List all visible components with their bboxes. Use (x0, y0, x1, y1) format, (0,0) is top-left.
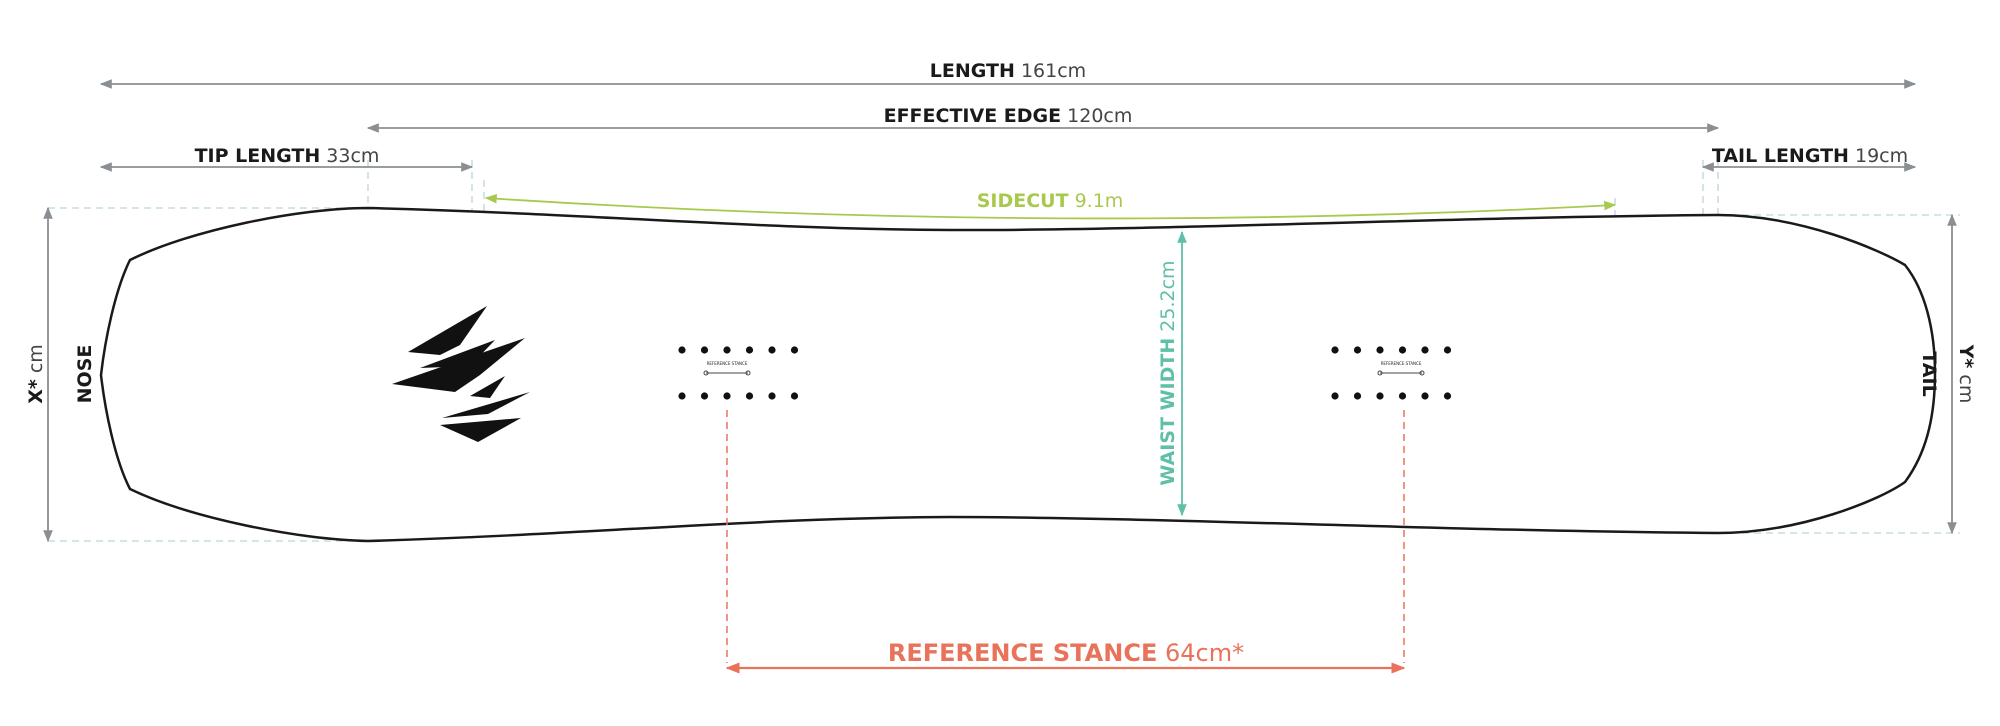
y-height-name: Y* (1955, 344, 1977, 369)
tip-length-value: 33cm (326, 145, 379, 167)
sidecut-label: SIDECUT 9.1m (977, 190, 1124, 212)
effective-edge-name: EFFECTIVE EDGE (884, 105, 1062, 127)
sidecut-name: SIDECUT (977, 190, 1069, 212)
stance-marker-text-left: REFERENCE STANCE (707, 361, 748, 366)
nose-label: NOSE (74, 345, 96, 404)
right-insert-dot (1421, 392, 1429, 400)
reference-stance-guides (726, 410, 1405, 663)
binding-inserts-right (1331, 346, 1452, 400)
right-insert-dot (1353, 346, 1362, 354)
length-value: 161cm (1021, 60, 1086, 82)
reference-stance-label: REFERENCE STANCE 64cm* (888, 639, 1244, 667)
x-height-label: X* cm (25, 344, 47, 404)
y-height-label: Y* cm (1955, 344, 1977, 404)
right-insert-dot (1398, 346, 1407, 354)
tip-length-label: TIP LENGTH 33cm (195, 145, 380, 167)
length-name: LENGTH (930, 60, 1015, 82)
tail-length-name: TAIL LENGTH (1712, 145, 1849, 167)
right-insert-dot (1398, 392, 1407, 400)
length-label: LENGTH 161cm (930, 60, 1086, 82)
left-insert-dot (790, 346, 799, 354)
right-insert-dot (1331, 392, 1339, 400)
reference-stance-value: 64cm* (1165, 639, 1244, 667)
jones-mountain-logo-icon (392, 306, 530, 442)
waist-width-value: 25.2cm (1157, 260, 1179, 331)
reference-stance-name: REFERENCE STANCE (888, 639, 1157, 667)
binding-inserts-left (678, 346, 799, 400)
left-insert-dot (745, 392, 754, 400)
stance-marker-text-right: REFERENCE STANCE (1381, 361, 1422, 366)
right-insert-dot (1353, 392, 1362, 400)
left-insert-dot (723, 346, 731, 354)
effective-edge-value: 120cm (1067, 105, 1132, 127)
right-insert-dot (1443, 392, 1452, 400)
right-insert-dot (1331, 346, 1339, 354)
effective-edge-label: EFFECTIVE EDGE 120cm (884, 105, 1133, 127)
x-height-unit: cm (25, 344, 47, 373)
y-height-unit: cm (1955, 374, 1977, 403)
left-insert-dot (790, 392, 799, 400)
waist-width-label: WAIST WIDTH 25.2cm (1157, 260, 1179, 485)
left-insert-dot (723, 392, 731, 400)
stance-marker-right (1377, 370, 1425, 376)
left-insert-dot (745, 346, 754, 354)
tail-length-label: TAIL LENGTH 19cm (1712, 145, 1908, 167)
left-insert-dot (768, 346, 776, 354)
waist-width-name: WAIST WIDTH (1157, 338, 1179, 486)
tail-label: TAIL (1918, 351, 1940, 396)
right-insert-dot (1421, 346, 1429, 354)
left-insert-dot (678, 346, 686, 354)
tip-length-name: TIP LENGTH (195, 145, 321, 167)
tail-length-value: 19cm (1855, 145, 1908, 167)
sidecut-value: 9.1m (1075, 190, 1124, 212)
x-height-name: X* (25, 379, 47, 404)
left-insert-dot (700, 392, 709, 400)
right-insert-dot (1376, 392, 1384, 400)
right-insert-dot (1443, 346, 1452, 354)
snowboard-outline (99, 206, 1937, 543)
left-insert-dot (678, 392, 686, 400)
right-insert-dot (1376, 346, 1384, 354)
stance-marker-left (703, 370, 751, 376)
left-insert-dot (768, 392, 776, 400)
left-insert-dot (700, 346, 709, 354)
sidecut-arrow (484, 193, 1617, 220)
